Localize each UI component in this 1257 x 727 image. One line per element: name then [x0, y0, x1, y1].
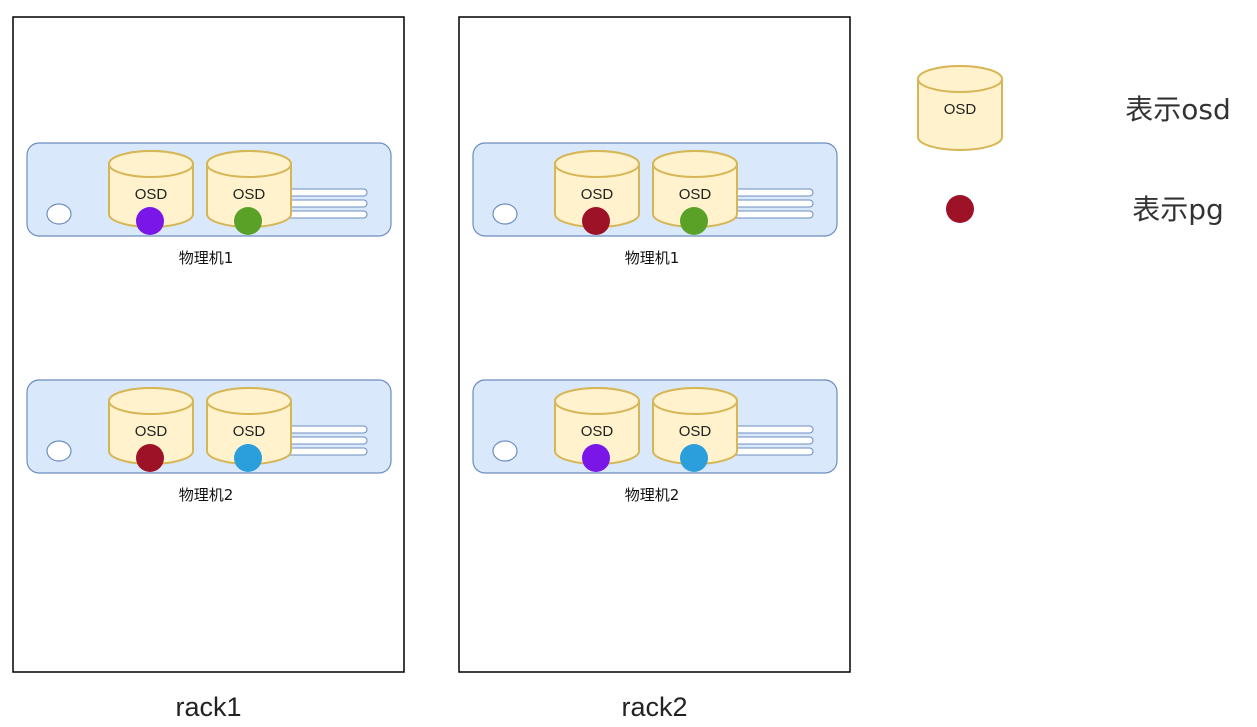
vent-slot [286, 199, 368, 208]
pg-dot [582, 444, 610, 472]
osd-label: OSD [679, 186, 712, 203]
pg-dot [234, 444, 262, 472]
osd-cylinder-top [554, 150, 640, 178]
machine-label: 物理机2 [179, 486, 234, 504]
osd-icon: OSD [652, 150, 738, 235]
vent-slot [286, 447, 368, 456]
osd-cylinder-top [206, 150, 292, 178]
vent-slot [732, 199, 814, 208]
legend-osd-text: 表示osd [1125, 93, 1231, 126]
osd-icon: OSD [554, 387, 640, 472]
osd-cylinder-top [108, 387, 194, 415]
physical-machine: OSD OSD 物理机1 [26, 142, 392, 267]
osd-icon: OSD [554, 150, 640, 235]
vent-slot [286, 188, 368, 197]
osd-label: OSD [233, 423, 266, 440]
machine-label: 物理机1 [625, 249, 680, 267]
osd-icon: OSD [652, 387, 738, 472]
pg-dot [136, 207, 164, 235]
osd-cylinder-top [554, 387, 640, 415]
osd-icon: OSD [206, 387, 292, 472]
pg-dot [946, 195, 974, 223]
osd-label: OSD [233, 186, 266, 203]
osd-label: OSD [135, 423, 168, 440]
osd-label: OSD [581, 423, 614, 440]
pg-dot [680, 444, 708, 472]
power-button-icon [492, 440, 518, 462]
legend-pg: 表示pg [946, 193, 1224, 226]
physical-machine: OSD OSD 物理机2 [26, 379, 392, 504]
rack-frame [12, 16, 405, 673]
vent-slot [732, 447, 814, 456]
osd-cylinder-top [652, 150, 738, 178]
vent-slot [286, 436, 368, 445]
physical-machine: OSD OSD 物理机1 [472, 142, 838, 267]
osd-icon: OSD [108, 387, 194, 472]
rack-label: rack1 [175, 692, 241, 722]
vent-slot [732, 436, 814, 445]
legend: OSD 表示osd 表示pg [917, 65, 1231, 226]
osd-icon: OSD [206, 150, 292, 235]
vent-slot [286, 425, 368, 434]
power-button-icon [46, 440, 72, 462]
vent-slot [732, 425, 814, 434]
power-button-icon [46, 203, 72, 225]
vent-slot [286, 210, 368, 219]
rack-frame [458, 16, 851, 673]
legend-osd: OSD 表示osd [917, 65, 1231, 151]
osd-label: OSD [679, 423, 712, 440]
pg-dot [136, 444, 164, 472]
osd-icon: OSD [917, 65, 1003, 151]
machine-label: 物理机1 [179, 249, 234, 267]
osd-label: OSD [135, 186, 168, 203]
machine-label: 物理机2 [625, 486, 680, 504]
osd-cylinder-top [917, 65, 1003, 93]
pg-dot [680, 207, 708, 235]
pg-dot [234, 207, 262, 235]
legend-pg-text: 表示pg [1132, 193, 1224, 226]
vent-slot [732, 188, 814, 197]
pg-dot [582, 207, 610, 235]
osd-icon: OSD [108, 150, 194, 235]
osd-cylinder-top [108, 150, 194, 178]
vent-slot [732, 210, 814, 219]
osd-cylinder-top [206, 387, 292, 415]
osd-label: OSD [944, 101, 977, 118]
physical-machine: OSD OSD 物理机2 [472, 379, 838, 504]
power-button-icon [492, 203, 518, 225]
osd-cylinder-top [652, 387, 738, 415]
rack-label: rack2 [621, 692, 687, 722]
osd-label: OSD [581, 186, 614, 203]
